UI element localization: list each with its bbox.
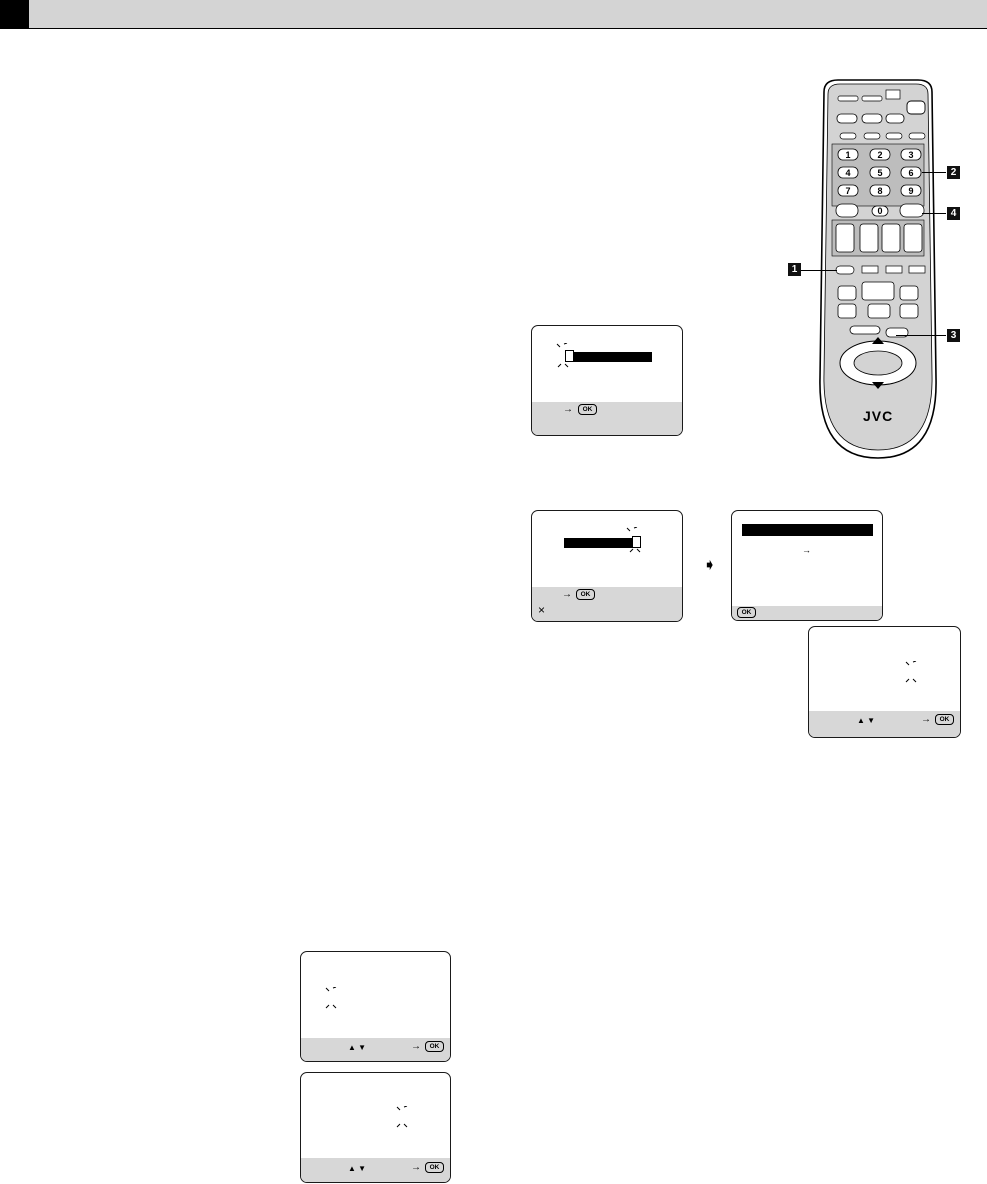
remote-brand-logo: JVC <box>863 408 894 424</box>
sparkle-icon <box>626 527 638 532</box>
osd-footer: OK <box>732 606 882 620</box>
osd-highlight-bar <box>564 538 634 548</box>
osd-screen-1: → OK <box>531 325 683 436</box>
arrow-right-icon: → <box>411 1041 421 1052</box>
up-down-arrows-icon: ▲ ▼ <box>348 1043 367 1052</box>
ok-button-icon: OK <box>425 1162 444 1173</box>
up-down-arrows-icon: ▲ ▼ <box>348 1164 367 1173</box>
pointer-line-3 <box>896 335 946 336</box>
osd-footer: → OK × <box>532 587 682 621</box>
page-header-bar <box>0 0 987 29</box>
sparkle-icon <box>905 678 917 683</box>
pointer-line-4 <box>922 213 946 214</box>
arrow-right-icon: → <box>411 1162 421 1173</box>
key-9: 9 <box>908 186 914 196</box>
cancel-icon: × <box>538 603 546 617</box>
ok-button-icon: OK <box>576 589 595 600</box>
step-marker-2: 2 <box>947 166 960 179</box>
osd-screen-2: → OK × <box>531 510 683 622</box>
arrow-right-icon: → <box>802 545 811 555</box>
sparkle-icon <box>396 1106 408 1111</box>
key-3: 3 <box>908 150 914 160</box>
key-2: 2 <box>877 150 883 160</box>
step-marker-1: 1 <box>788 263 801 276</box>
sparkle-icon <box>325 987 337 992</box>
sparkle-icon <box>629 548 641 553</box>
header-rule <box>0 28 987 29</box>
osd-footer: → OK <box>532 402 682 435</box>
ok-button-icon: OK <box>578 404 597 415</box>
step-marker-3: 3 <box>947 329 960 342</box>
page-header-tab <box>0 0 29 29</box>
step-marker-4: 4 <box>947 207 960 220</box>
up-down-arrows-icon: ▲ ▼ <box>857 716 876 725</box>
sparkle-icon <box>556 343 568 348</box>
pointer-line-1 <box>801 270 837 271</box>
key-7: 7 <box>845 186 851 196</box>
key-1: 1 <box>845 150 851 160</box>
osd-screen-5: ▲ ▼ → OK <box>300 951 451 1062</box>
arrow-right-icon: → <box>563 404 573 415</box>
sparkle-icon <box>557 363 569 368</box>
sparkle-icon <box>396 1123 408 1128</box>
osd-screen-6: ▲ ▼ → OK <box>300 1072 451 1183</box>
key-4: 4 <box>845 168 851 178</box>
osd-menu-title-bar <box>742 524 873 536</box>
key-0: 0 <box>877 206 883 216</box>
remote-control-illustration: 1 2 3 4 5 6 7 8 9 0 JVC <box>816 78 940 460</box>
sparkle-icon <box>905 661 917 666</box>
ok-button-icon: OK <box>935 714 954 725</box>
sparkle-icon <box>325 1004 337 1009</box>
osd-screen-4: ▲ ▼ → OK <box>808 626 961 738</box>
arrow-right-icon: → <box>921 714 931 725</box>
ok-button-icon: OK <box>425 1041 444 1052</box>
osd-highlight-bar <box>573 352 652 362</box>
osd-screen-3: → OK <box>731 510 883 621</box>
step-arrow-icon: ➧ <box>703 557 717 574</box>
osd-footer: ▲ ▼ → OK <box>301 1158 450 1182</box>
key-8: 8 <box>877 186 883 196</box>
pointer-line-2 <box>922 172 946 173</box>
osd-cursor <box>632 536 641 548</box>
ok-button-icon: OK <box>737 607 756 618</box>
key-5: 5 <box>877 168 883 178</box>
osd-footer: ▲ ▼ → OK <box>301 1038 450 1061</box>
remote-body <box>819 79 937 459</box>
key-6: 6 <box>908 168 914 178</box>
osd-footer: ▲ ▼ → OK <box>809 711 960 737</box>
arrow-right-icon: → <box>562 589 572 600</box>
